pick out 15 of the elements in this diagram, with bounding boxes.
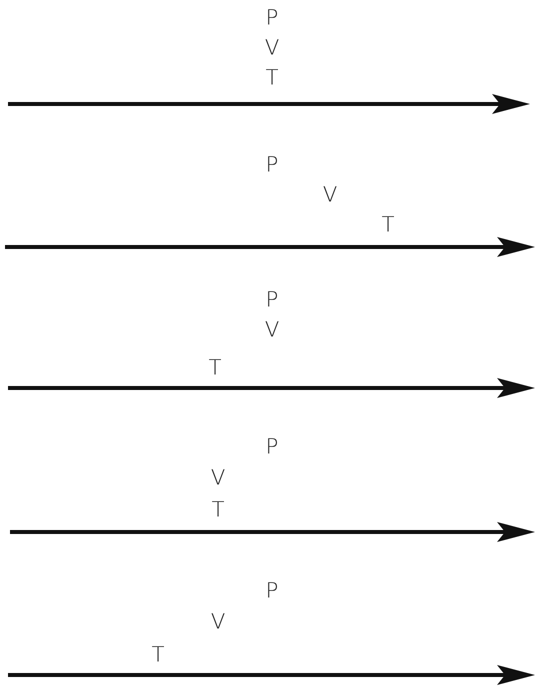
variable-label: V	[264, 38, 280, 58]
variable-label: T	[152, 644, 164, 666]
variable-label: V	[264, 320, 280, 340]
variable-label: V	[210, 468, 226, 488]
variable-label: P	[266, 8, 278, 28]
variable-label: T	[212, 500, 224, 520]
variable-label: P	[266, 580, 278, 602]
variable-label: T	[382, 214, 394, 236]
variable-label: V	[322, 184, 338, 206]
variable-label: T	[266, 68, 278, 88]
variable-label: P	[266, 290, 278, 310]
variable-label: P	[266, 154, 278, 176]
variable-label: T	[208, 358, 222, 378]
variable-label: P	[266, 436, 278, 458]
variable-label: V	[210, 612, 226, 632]
